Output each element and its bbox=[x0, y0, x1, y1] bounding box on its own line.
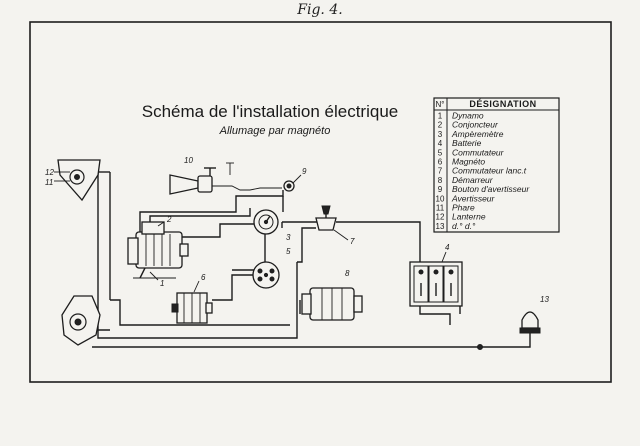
callout-lanterne: 12 bbox=[45, 168, 54, 177]
diagram-title: Schéma de l'installation électrique bbox=[142, 102, 399, 121]
legend-item-number: 11 bbox=[436, 204, 445, 213]
dynamo-component bbox=[127, 221, 189, 279]
legend-item-number: 12 bbox=[436, 213, 445, 222]
diagram-frame bbox=[29, 21, 612, 383]
legend-item-number: 3 bbox=[438, 130, 443, 139]
legend-item-label: Avertisseur bbox=[451, 193, 496, 203]
legend-item-label: Phare bbox=[452, 203, 475, 213]
legend-header-label: DÉSIGNATION bbox=[469, 99, 536, 109]
lanterne-arriere-component bbox=[519, 311, 541, 334]
legend-item-label: d.° d.° bbox=[452, 221, 476, 231]
legend-item-number: 1 bbox=[438, 112, 443, 121]
diagram-subtitle: Allumage par magnéto bbox=[219, 125, 331, 137]
legend-table: N° DÉSIGNATION 1 Dynamo 2 Conjoncteur 3 Ampèr… bbox=[433, 97, 560, 233]
phare-component bbox=[61, 295, 101, 346]
legend-item-label: Ampèremètre bbox=[451, 129, 504, 139]
commutateur-lancement-component bbox=[315, 205, 337, 231]
legend-item-number: 10 bbox=[436, 194, 445, 203]
callout-conjoncteur: 2 bbox=[166, 215, 172, 224]
callout-batterie: 4 bbox=[445, 243, 450, 252]
batterie-component bbox=[409, 261, 463, 307]
callout-avertisseur: 10 bbox=[184, 156, 193, 165]
legend-item-label: Bouton d'avertisseur bbox=[452, 184, 530, 194]
legend-item-label: Commutateur lanc.t bbox=[452, 166, 527, 176]
legend-item-number: 9 bbox=[438, 185, 443, 194]
legend-header-num: N° bbox=[436, 100, 445, 109]
callout-magneto: 6 bbox=[201, 273, 206, 282]
callout-lanterne-arriere: 13 bbox=[540, 295, 549, 304]
bouton-component bbox=[283, 180, 295, 192]
legend-item-label: Démarreur bbox=[452, 175, 494, 185]
amperemetre-component bbox=[253, 209, 279, 235]
legend-item-label: Dynamo bbox=[452, 111, 484, 121]
legend-item-label: Lanterne bbox=[452, 212, 486, 222]
legend-item-label: Batterie bbox=[452, 138, 482, 148]
legend-item-number: 2 bbox=[438, 121, 443, 130]
callout-dynamo: 1 bbox=[160, 279, 164, 288]
legend-item-number: 7 bbox=[438, 167, 443, 176]
magneto-component bbox=[171, 292, 213, 324]
demarreur-component bbox=[301, 287, 363, 321]
figure-label: Fig. 4. bbox=[297, 2, 343, 18]
legend-item-label: Conjoncteur bbox=[452, 120, 499, 130]
legend-item-label: Magnéto bbox=[452, 157, 485, 167]
lanterne-component bbox=[54, 159, 101, 202]
legend-item-number: 6 bbox=[438, 158, 443, 167]
legend-item-number: 8 bbox=[438, 176, 443, 185]
legend-item-label: Commutateur bbox=[452, 147, 505, 157]
commutateur-component bbox=[252, 261, 280, 289]
avertisseur-component bbox=[169, 162, 234, 195]
callout-phare: 11 bbox=[45, 178, 53, 187]
callout-commutateur: 5 bbox=[286, 247, 291, 256]
callout-amperemetre: 3 bbox=[286, 233, 291, 242]
legend-item-number: 4 bbox=[438, 139, 443, 148]
callout-demarreur: 8 bbox=[345, 269, 350, 278]
legend-item-number: 13 bbox=[436, 222, 445, 231]
callout-bouton: 9 bbox=[302, 167, 307, 176]
callout-comm-lancement: 7 bbox=[350, 237, 355, 246]
legend-item-number: 5 bbox=[438, 148, 443, 157]
